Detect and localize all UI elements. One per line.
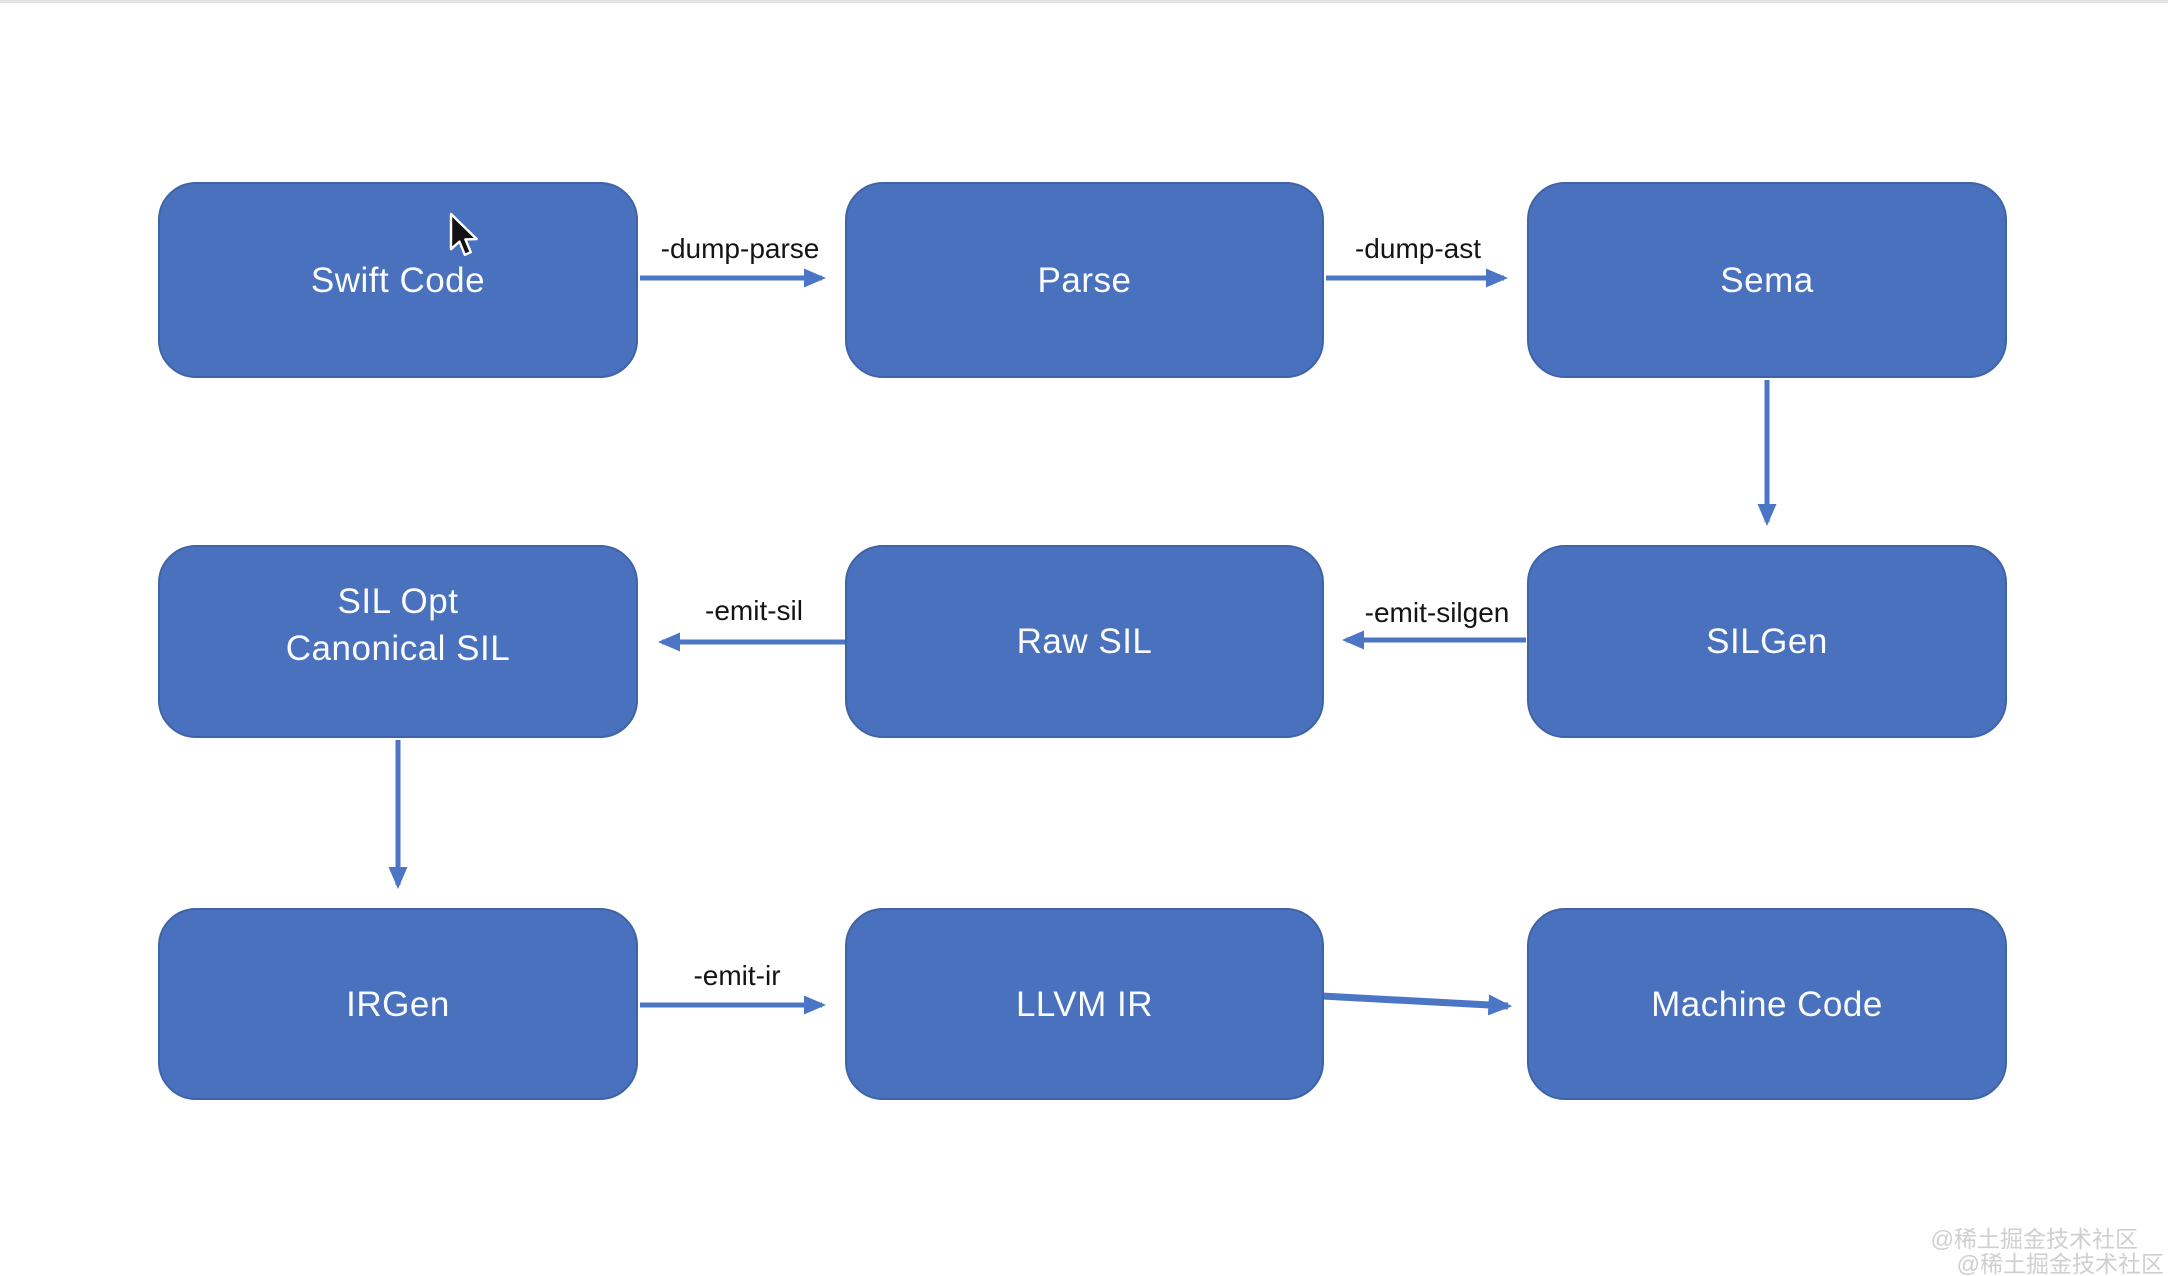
node-silgen: SILGen: [1527, 545, 2007, 738]
node-raw-sil: Raw SIL: [845, 545, 1324, 738]
node-sil-opt-label-line2: Canonical SIL: [285, 628, 511, 668]
node-swift-code-label: Swift Code: [310, 260, 486, 300]
node-sema-label: Sema: [1720, 260, 1814, 300]
top-strip: [0, 0, 2168, 3]
node-sema: Sema: [1527, 182, 2007, 378]
edge-label-dump-parse: -dump-parse: [660, 233, 820, 264]
watermark-line2: @稀土掘金技术社区: [1956, 1251, 2164, 1276]
node-llvm-ir: LLVM IR: [845, 908, 1324, 1100]
node-irgen: IRGen: [158, 908, 638, 1100]
node-swift-code: Swift Code: [158, 182, 638, 378]
node-irgen-label: IRGen: [346, 984, 450, 1024]
mouse-cursor-icon: [449, 212, 478, 256]
edge-label-emit-silgen: -emit-silgen: [1364, 597, 1510, 628]
edge-label-emit-sil: -emit-sil: [705, 595, 803, 626]
node-machine-code: Machine Code: [1527, 908, 2007, 1100]
edge-label-emit-ir: -emit-ir: [693, 960, 781, 991]
edge-label-dump-ast: -dump-ast: [1354, 233, 1482, 264]
node-parse: Parse: [845, 182, 1324, 378]
node-machine-code-label: Machine Code: [1651, 984, 1883, 1024]
node-silgen-label: SILGen: [1706, 622, 1828, 661]
arrow-llvm-ir-to-machine-code: [1321, 992, 1513, 1016]
node-raw-sil-label: Raw SIL: [1016, 622, 1153, 661]
node-llvm-ir-label: LLVM IR: [1015, 984, 1154, 1024]
watermark-line1: @稀土掘金技术社区: [1930, 1226, 2138, 1252]
node-sil-opt-label-line1: SIL Opt: [337, 581, 459, 621]
node-parse-label: Parse: [1037, 260, 1132, 300]
node-sil-opt: SIL Opt Canonical SIL: [158, 545, 638, 738]
